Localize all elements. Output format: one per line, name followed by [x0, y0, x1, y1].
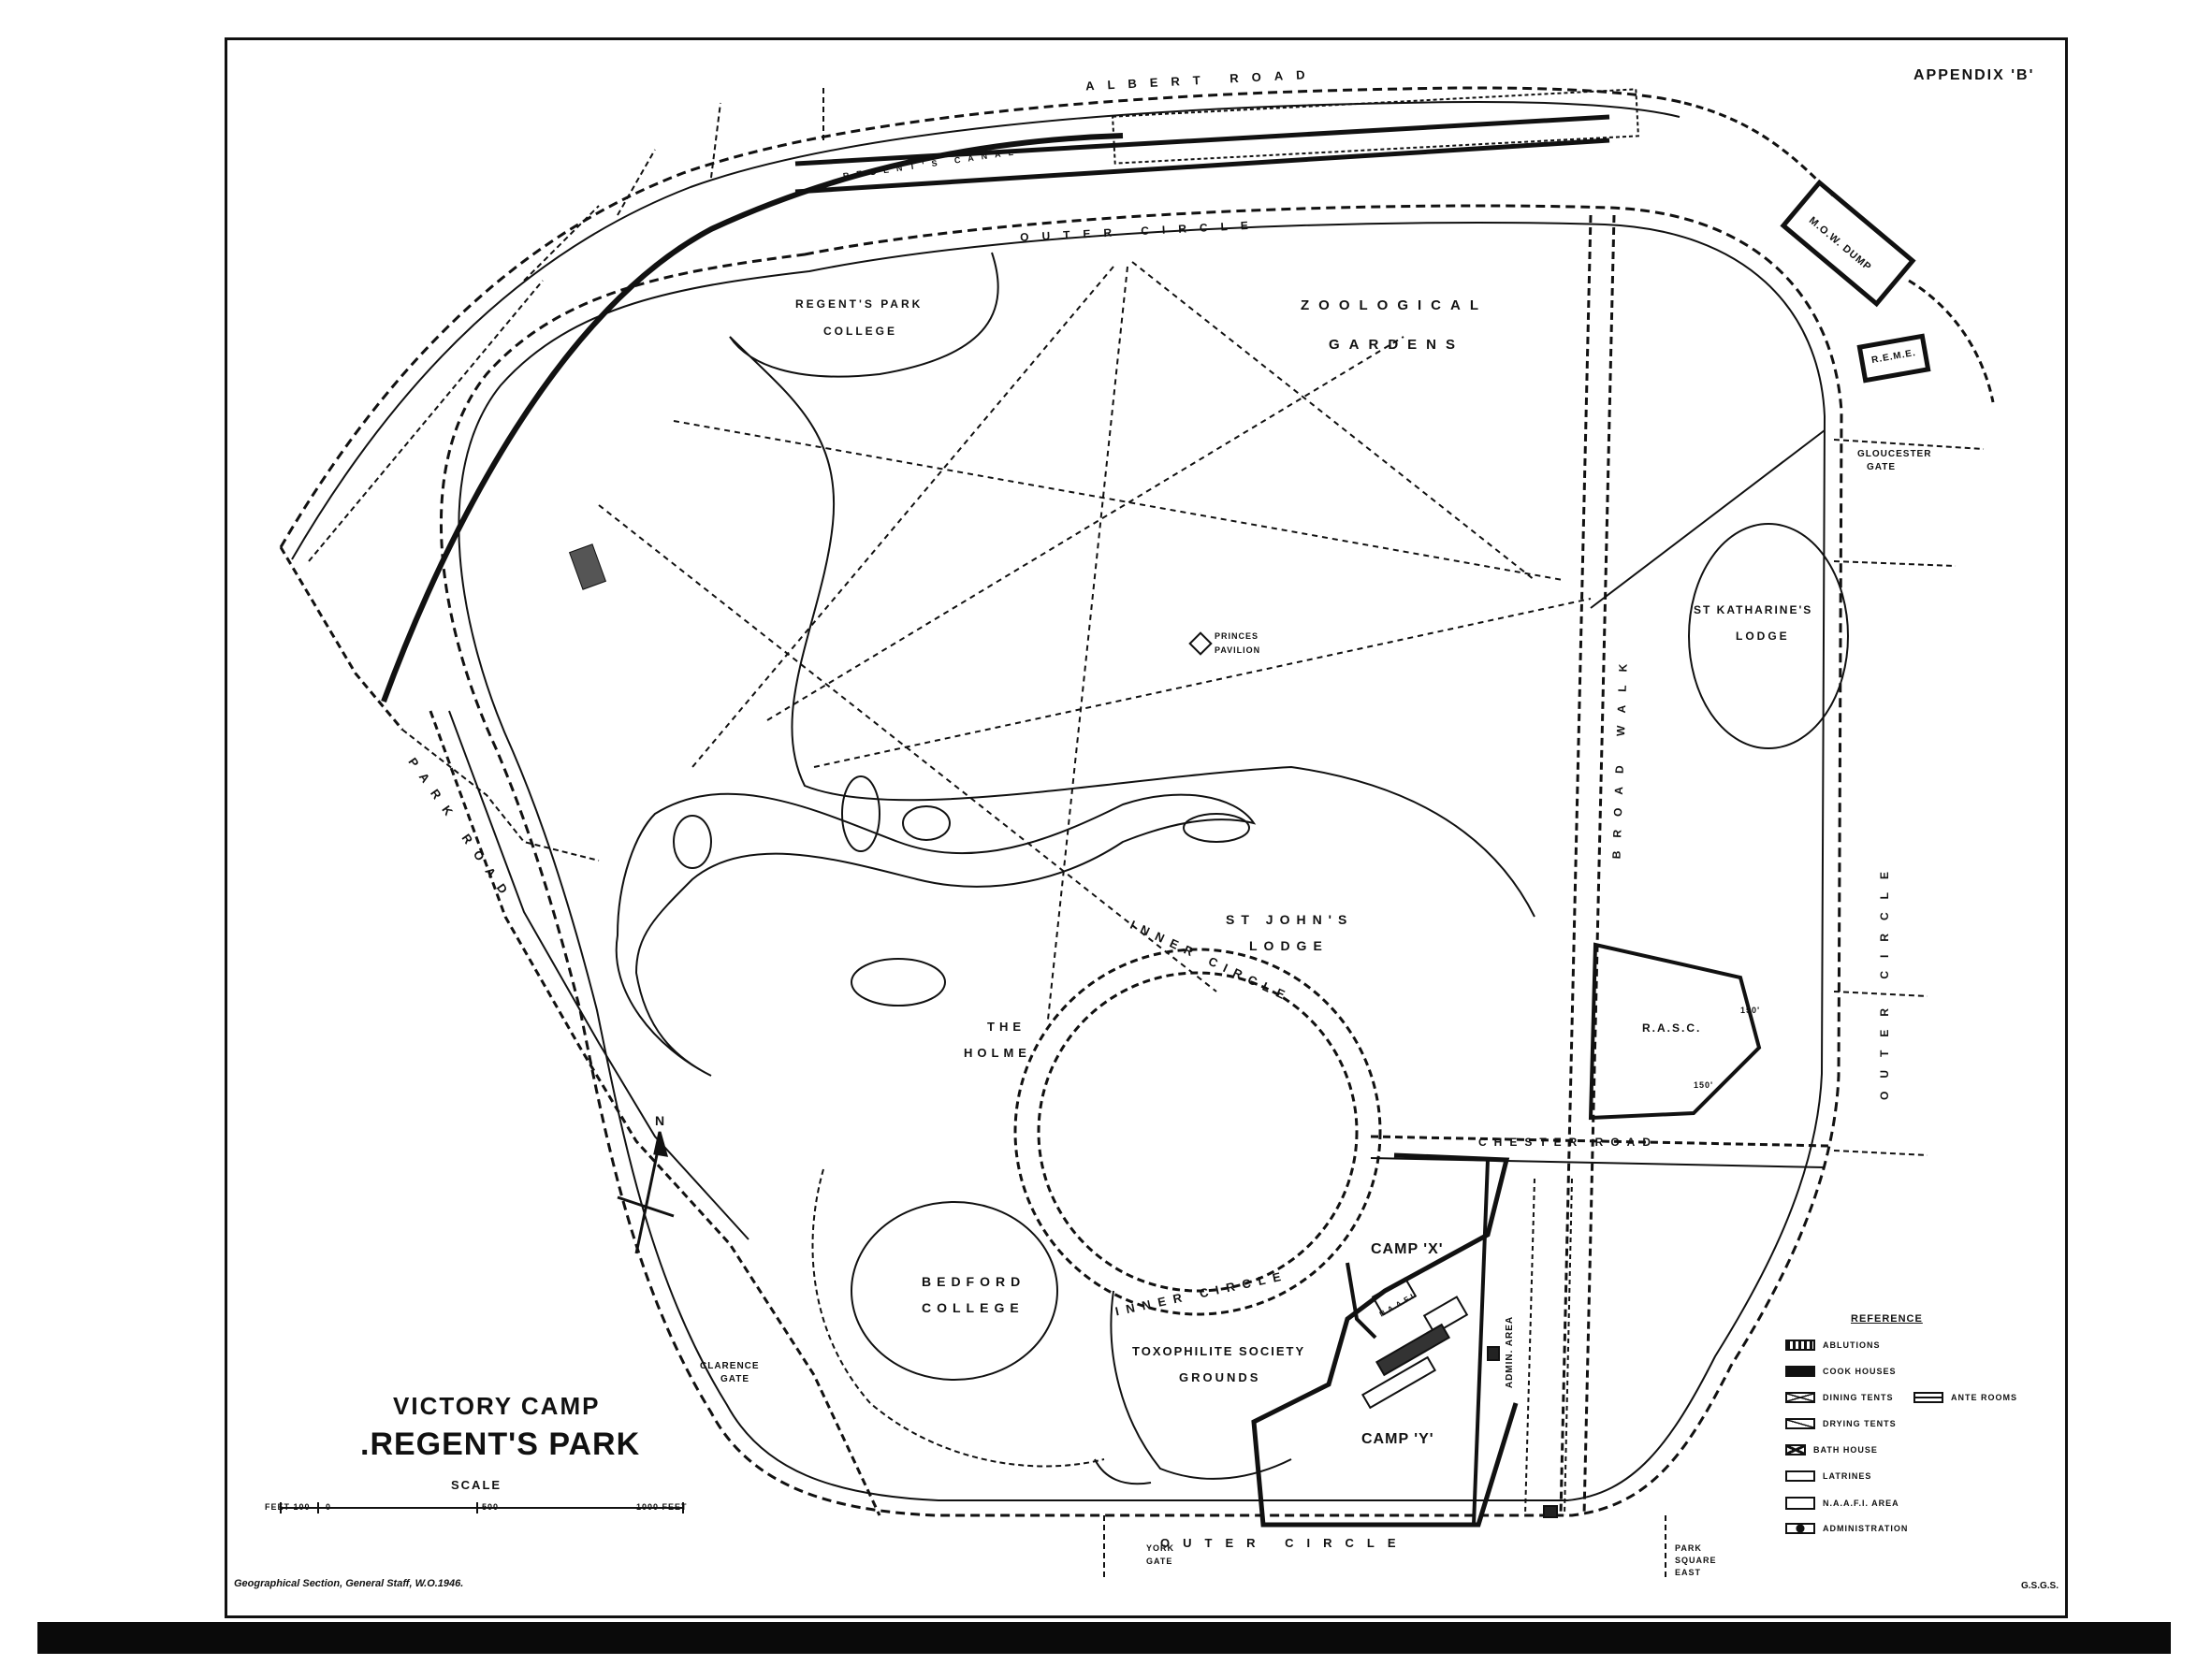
clarence-label-2: GATE [720, 1374, 750, 1384]
tox-label-2: GROUNDS [1179, 1370, 1261, 1384]
zoo-label-1: ZOOLOGICAL [1301, 297, 1488, 313]
psq-label-2: SQUARE [1675, 1556, 1717, 1565]
legend-item: DINING TENTS [1785, 1392, 1894, 1403]
legend-item: BATH HOUSE [1785, 1444, 1878, 1456]
outer-circle [440, 204, 1843, 1517]
stk-label-2: LODGE [1736, 630, 1790, 643]
rasc-label: R.A.S.C. [1642, 1021, 1702, 1035]
bedford-college-ground [851, 1201, 1058, 1381]
camp-y-boundary [1251, 1152, 1519, 1528]
boating-lake [615, 792, 1257, 1077]
bedford-label-2: COLLEGE [922, 1300, 1025, 1315]
outer-circle-right-label: OUTER CIRCLE [1878, 859, 1891, 1100]
reme-box [1856, 333, 1931, 384]
appendix-label: APPENDIX 'B' [1913, 67, 2035, 83]
scale-bar [280, 1502, 684, 1513]
camp-y-label: CAMP 'Y' [1361, 1431, 1434, 1447]
legend-item: N.A.A.F.I. AREA [1785, 1497, 1899, 1510]
holme-label-1: THE [987, 1020, 1026, 1034]
chester-road-label: CHESTER ROAD [1478, 1136, 1659, 1149]
clarence-label-1: CLARENCE [700, 1361, 760, 1371]
scale-right-label: 1000 FEET [636, 1502, 688, 1512]
sheet-number: G.S.G.S. [2021, 1581, 2059, 1591]
camp-x-label: CAMP 'X' [1371, 1241, 1444, 1257]
legend-item: LATRINES [1785, 1470, 1871, 1482]
scale-mid-label: 500 [482, 1502, 500, 1512]
legend-item: COOK HOUSES [1785, 1366, 1897, 1377]
outer-circle-bottom-label: OUTER CIRCLE [1160, 1536, 1409, 1550]
gloucester-label-1: GLOUCESTER [1857, 449, 1932, 459]
scan-border-bar [37, 1622, 2171, 1654]
north-label: N [655, 1113, 665, 1128]
north-arrow [617, 1131, 675, 1254]
holme-label-2: HOLME [964, 1046, 1031, 1060]
map-title-line2: .REGENT'S PARK [360, 1427, 641, 1462]
mow-dump-box [1780, 179, 1916, 308]
admin-area-label: ADMIN. AREA [1505, 1315, 1516, 1389]
rpc-label-1: REGENT'S PARK [795, 297, 924, 311]
legend-item: ABLUTIONS [1785, 1340, 1881, 1351]
inner-circle [1037, 971, 1359, 1293]
map-frame [225, 37, 2068, 1618]
york-label-1: YORK [1146, 1543, 1175, 1553]
stj-label-2: LODGE [1249, 938, 1329, 953]
rasc-boundary [1588, 942, 1762, 1121]
rpc-label-2: COLLEGE [823, 325, 898, 338]
map-credit: Geographical Section, General Staff, W.O… [234, 1578, 464, 1589]
albert-road [279, 86, 1685, 548]
stj-label-1: ST JOHN'S [1226, 912, 1354, 927]
stk-label-1: ST KATHARINE'S [1694, 603, 1813, 616]
bedford-label-1: BEDFORD [922, 1274, 1026, 1289]
legend-item: ADMINISTRATION [1785, 1523, 1908, 1534]
gloucester-label-2: GATE [1867, 462, 1897, 472]
camp-connector [1472, 1159, 1490, 1526]
princes-label-1: PRINCES [1215, 631, 1259, 641]
legend-item: DRYING TENTS [1785, 1418, 1897, 1429]
zoo-label-2: GARDENS [1329, 337, 1465, 353]
st-katharines-lodge-ground [1688, 523, 1849, 749]
angle-label-a: 150' [1740, 1006, 1761, 1015]
broad-walk [1559, 214, 1593, 1516]
psq-label-1: PARK [1675, 1543, 1702, 1553]
park-road [429, 710, 881, 1516]
princes-label-2: PAVILION [1215, 645, 1261, 655]
chester-road [1370, 1135, 1830, 1148]
regents-canal [381, 133, 1124, 703]
legend-item: ANTE ROOMS [1913, 1392, 2017, 1403]
tox-label-1: TOXOPHILITE SOCIETY [1132, 1344, 1306, 1358]
legend-title: REFERENCE [1851, 1313, 1923, 1325]
map-title-line1: VICTORY CAMP [393, 1392, 601, 1420]
camp-x-boundary [1346, 1262, 1377, 1340]
angle-label-b: 150' [1694, 1080, 1714, 1090]
scale-left-label: FEET 100 [265, 1502, 311, 1512]
york-label-2: GATE [1146, 1557, 1173, 1566]
scale-title: SCALE [451, 1478, 502, 1492]
psq-label-3: EAST [1675, 1568, 1702, 1577]
scale-zero-label: 0 [326, 1502, 332, 1512]
